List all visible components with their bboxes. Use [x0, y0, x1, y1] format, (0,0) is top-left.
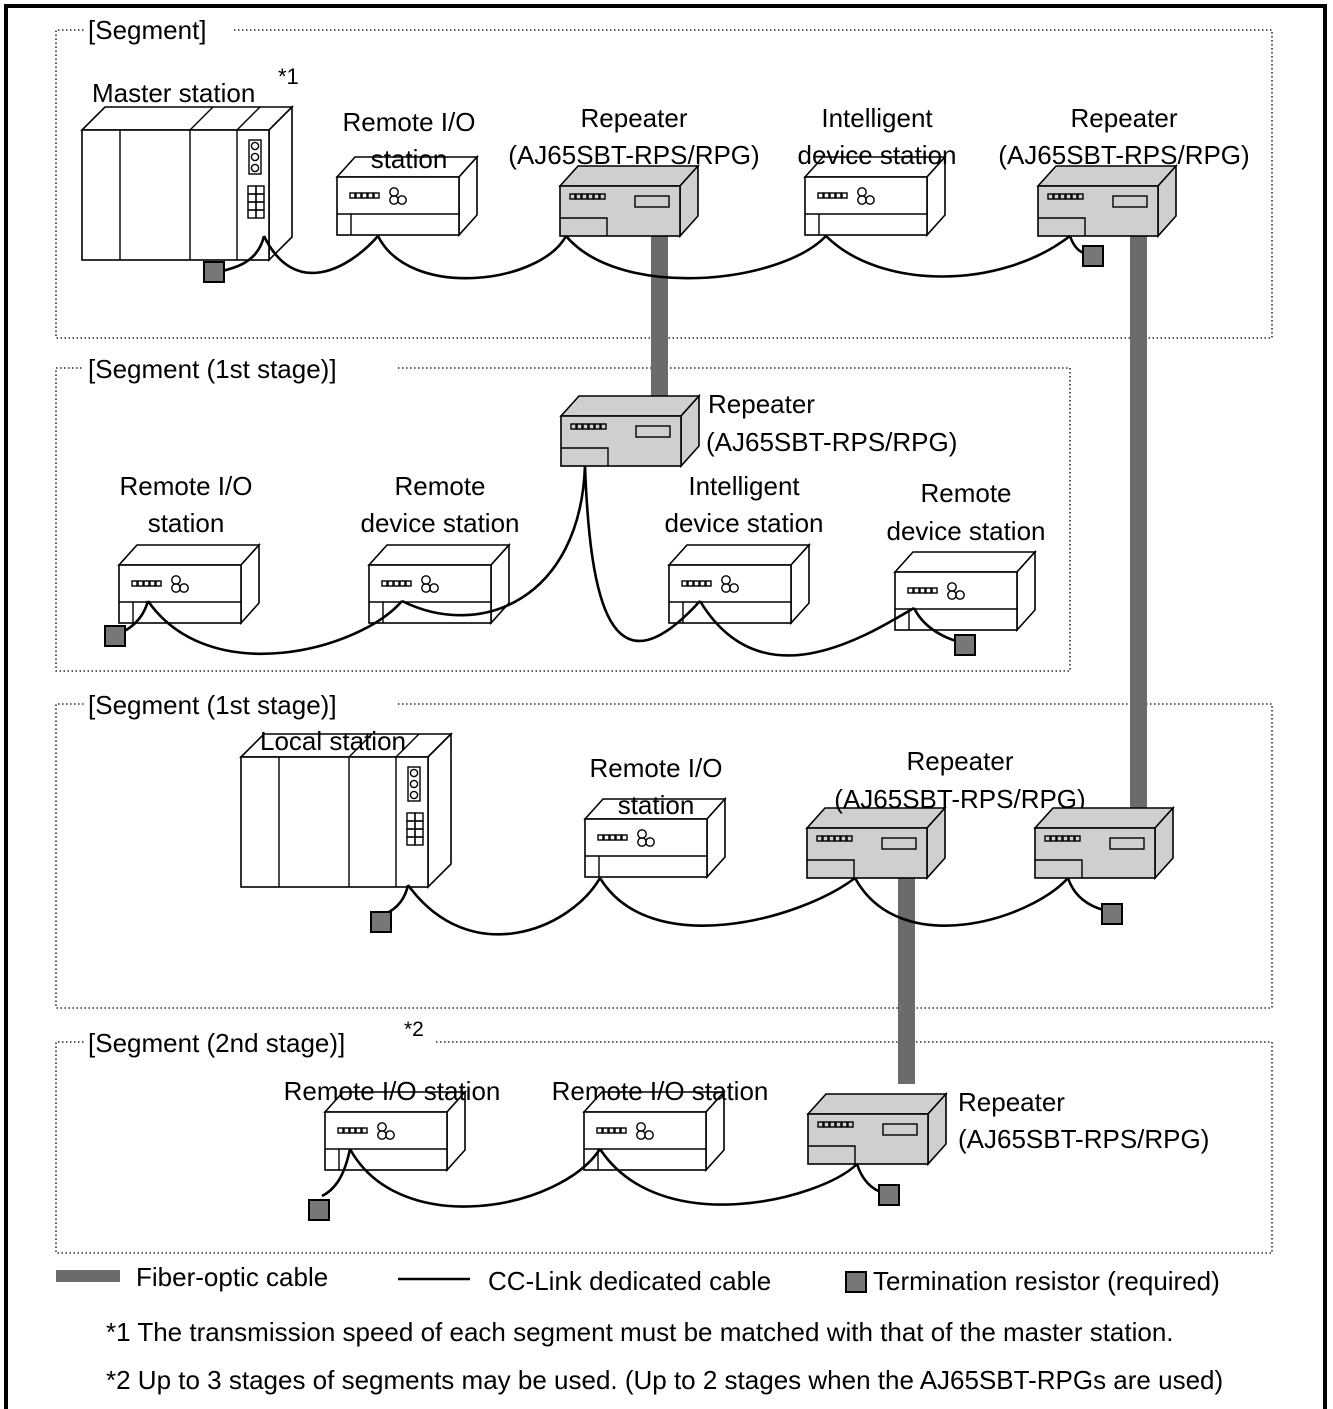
segment-top-title: [Segment]: [88, 15, 207, 45]
intelligent-label: device station: [665, 508, 824, 538]
legend: Fiber-optic cable CC-Link dedicated cabl…: [56, 1262, 1220, 1296]
remote-io-label: Remote I/O: [343, 107, 476, 137]
termination-resistor: [203, 261, 225, 283]
figure-frame: [4, 4, 1327, 1409]
repeater-label: (AJ65SBT-RPS/RPG): [958, 1124, 1209, 1154]
cc-link-cables: [217, 234, 1087, 280]
repeater-label: (AJ65SBT-RPS/RPG): [508, 140, 759, 170]
fiber-cable: [651, 236, 668, 326]
repeater-label: (AJ65SBT-RPS/RPG): [706, 427, 957, 457]
termination-resistor: [878, 1184, 900, 1206]
remote-io-station-label: Remote I/O station: [284, 1076, 501, 1106]
termination-resistor: [104, 625, 126, 647]
remote-io-label: station: [618, 790, 695, 820]
remote-device-label: device station: [361, 508, 520, 538]
master-station: [81, 106, 293, 261]
repeater: [1037, 165, 1177, 237]
remote-device-label: Remote: [920, 478, 1011, 508]
termination-resistor: [954, 634, 976, 656]
fiber-cables: [651, 236, 1147, 1084]
footnote-1: *1 The transmission speed of each segmen…: [106, 1317, 1174, 1347]
segment-top-border: [55, 29, 1273, 339]
remote-io-label: station: [371, 144, 448, 174]
remote-io-label: Remote I/O: [590, 753, 723, 783]
cc-link-cables: [379, 876, 1105, 936]
legend-term-label: Termination resistor (required): [873, 1266, 1220, 1296]
repeater-label: Repeater: [958, 1087, 1065, 1117]
segment-first-a-title: [Segment (1st stage)]: [88, 354, 337, 384]
segment-second-note: *2: [404, 1018, 424, 1041]
master-station-label: Master station: [92, 78, 255, 108]
termination-resistor: [1082, 245, 1104, 267]
fiber-cable: [898, 878, 915, 1084]
cc-link-cables: [117, 465, 961, 657]
segment-first-a-border: [55, 367, 1071, 672]
remote-io-station-label: Remote I/O station: [552, 1076, 769, 1106]
local-station-label: Local station: [260, 726, 406, 756]
intelligent-label: Intelligent: [821, 103, 933, 133]
local-station: [240, 733, 452, 888]
remote-device-station: [894, 551, 1036, 631]
master-station-note: *1: [278, 64, 299, 89]
footnote-2: *2 Up to 3 stages of segments may be use…: [106, 1365, 1223, 1395]
cc-link-cables: [321, 1148, 885, 1208]
repeater: [559, 165, 699, 237]
fiber-cable: [651, 326, 668, 400]
repeater-label: Repeater: [581, 103, 688, 133]
repeater-label: Repeater: [1071, 103, 1178, 133]
legend-fiber-label: Fiber-optic cable: [136, 1262, 328, 1292]
legend-cclink-label: CC-Link dedicated cable: [488, 1266, 771, 1296]
segment-second-title: [Segment (2nd stage)]: [88, 1028, 345, 1058]
termination-resistor: [308, 1199, 330, 1221]
repeater: [806, 807, 946, 879]
intelligent-label: Intelligent: [688, 471, 800, 501]
termination-resistor: [1101, 903, 1123, 925]
intelligent-label: device station: [798, 140, 957, 170]
repeater-label: Repeater: [708, 389, 815, 419]
remote-io-station: [118, 544, 260, 624]
remote-io-label: station: [148, 508, 225, 538]
remote-device-label: Remote: [394, 471, 485, 501]
termination-resistor: [370, 911, 392, 933]
segment-second-border: [55, 1041, 1273, 1254]
remote-device-label: device station: [887, 516, 1046, 546]
repeater: [1034, 807, 1174, 879]
segment-first-b-border: [55, 703, 1273, 1009]
legend-fiber-swatch: [56, 1270, 120, 1282]
segment-first-b-title: [Segment (1st stage)]: [88, 690, 337, 720]
repeater-label: (AJ65SBT-RPS/RPG): [998, 140, 1249, 170]
remote-io-label: Remote I/O: [120, 471, 253, 501]
repeater-label: Repeater: [907, 746, 1014, 776]
repeater: [807, 1093, 947, 1165]
fiber-cable: [1130, 236, 1147, 826]
repeater-label: (AJ65SBT-RPS/RPG): [834, 784, 1085, 814]
legend-term-swatch: [845, 1271, 867, 1293]
repeater: [560, 395, 700, 467]
